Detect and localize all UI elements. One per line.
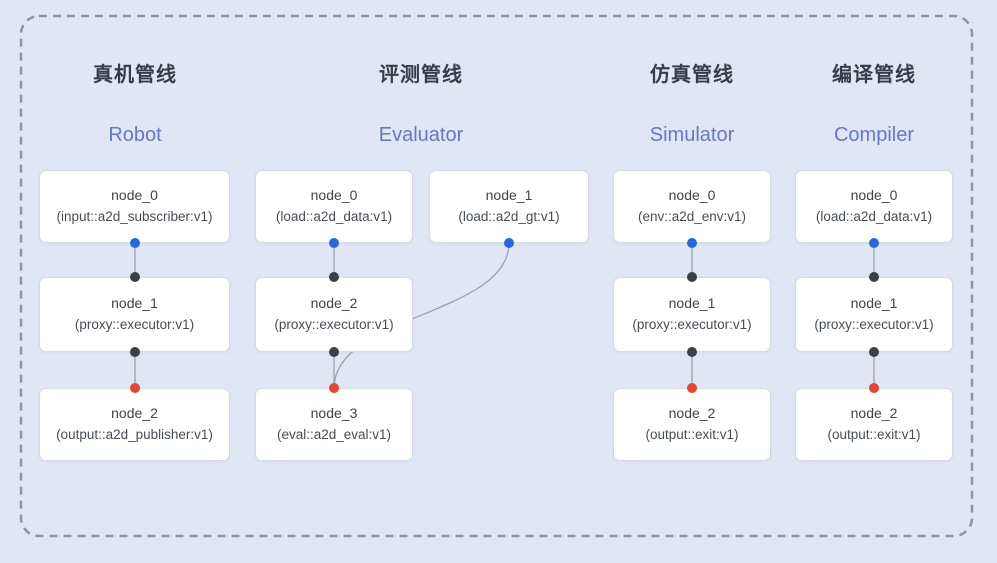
node-detail: (load::a2d_data:v1) [275,209,393,224]
node-title: node_1 [850,295,898,311]
port-dot-blue [869,238,879,248]
pipeline-title-zh-simulator: 仿真管线 [650,64,734,86]
node-detail: (proxy::executor:v1) [632,317,752,332]
node-detail: (output::exit:v1) [827,427,921,442]
node-title: node_1 [668,295,716,311]
node-box-robot-node1: node_1 (proxy::executor:v1) [39,277,230,352]
node-box-simulator-node2: node_2 (output::exit:v1) [613,388,771,461]
port-dot-blue [687,238,697,248]
node-detail: (proxy::executor:v1) [274,317,394,332]
node-title: node_0 [668,187,716,203]
node-box-robot-node2: node_2 (output::a2d_publisher:v1) [39,388,230,461]
port-dot-blue [504,238,514,248]
node-title: node_0 [111,187,158,203]
node-box-compiler-node1: node_1 (proxy::executor:v1) [795,277,953,352]
port-dot-red [687,383,697,393]
node-detail: (load::a2d_data:v1) [815,209,933,224]
node-detail: (output::exit:v1) [645,427,739,442]
node-box-compiler-node0: node_0 (load::a2d_data:v1) [795,170,953,243]
node-title: node_2 [111,405,158,421]
port-dot-red [329,383,339,393]
node-box-evaluator-node1: node_1 (load::a2d_gt:v1) [429,170,589,243]
port-dot-black [869,272,879,282]
port-dot-black [687,272,697,282]
port-dot-red [130,383,140,393]
node-title: node_2 [310,295,358,311]
node-detail: (proxy::executor:v1) [74,317,195,332]
node-detail: (eval::a2d_eval:v1) [276,427,392,442]
node-detail: (proxy::executor:v1) [814,317,934,332]
node-detail: (load::a2d_gt:v1) [458,209,560,224]
node-title: node_0 [310,187,358,203]
node-box-robot-node0: node_0 (input::a2d_subscriber:v1) [39,170,230,243]
port-dot-black [130,347,140,357]
pipeline-title-en-robot: Robot [108,124,162,146]
port-dot-blue [329,238,339,248]
node-title: node_0 [850,187,898,203]
edge-eval-1-3-curve [333,242,510,389]
node-box-evaluator-node2: node_2 (proxy::executor:v1) [255,277,413,352]
node-detail: (input::a2d_subscriber:v1) [56,209,213,224]
node-title: node_2 [850,405,898,421]
port-dot-black [329,347,339,357]
node-title: node_1 [111,295,158,311]
port-dot-black [329,272,339,282]
node-box-compiler-node2: node_2 (output::exit:v1) [795,388,953,461]
node-box-simulator-node1: node_1 (proxy::executor:v1) [613,277,771,352]
pipeline-title-en-compiler: Compiler [833,124,915,146]
pipeline-title-en-simulator: Simulator [649,124,735,146]
node-box-evaluator-node0: node_0 (load::a2d_data:v1) [255,170,413,243]
port-dot-blue [130,238,140,248]
node-box-evaluator-node3: node_3 (eval::a2d_eval:v1) [255,388,413,461]
port-dot-red [869,383,879,393]
node-box-simulator-node0: node_0 (env::a2d_env:v1) [613,170,771,243]
pipeline-title-en-evaluator: Evaluator [378,124,464,146]
port-dot-black [869,347,879,357]
node-title: node_3 [310,405,358,421]
port-dot-black [130,272,140,282]
node-title: node_1 [485,187,533,203]
node-detail: (output::a2d_publisher:v1) [56,427,213,442]
pipeline-title-zh-robot: 真机管线 [93,64,177,86]
pipeline-title-zh-evaluator: 评测管线 [379,64,463,86]
pipeline-title-zh-compiler: 编译管线 [832,64,916,86]
node-title: node_2 [668,405,716,421]
node-detail: (env::a2d_env:v1) [637,209,747,224]
port-dot-black [687,347,697,357]
